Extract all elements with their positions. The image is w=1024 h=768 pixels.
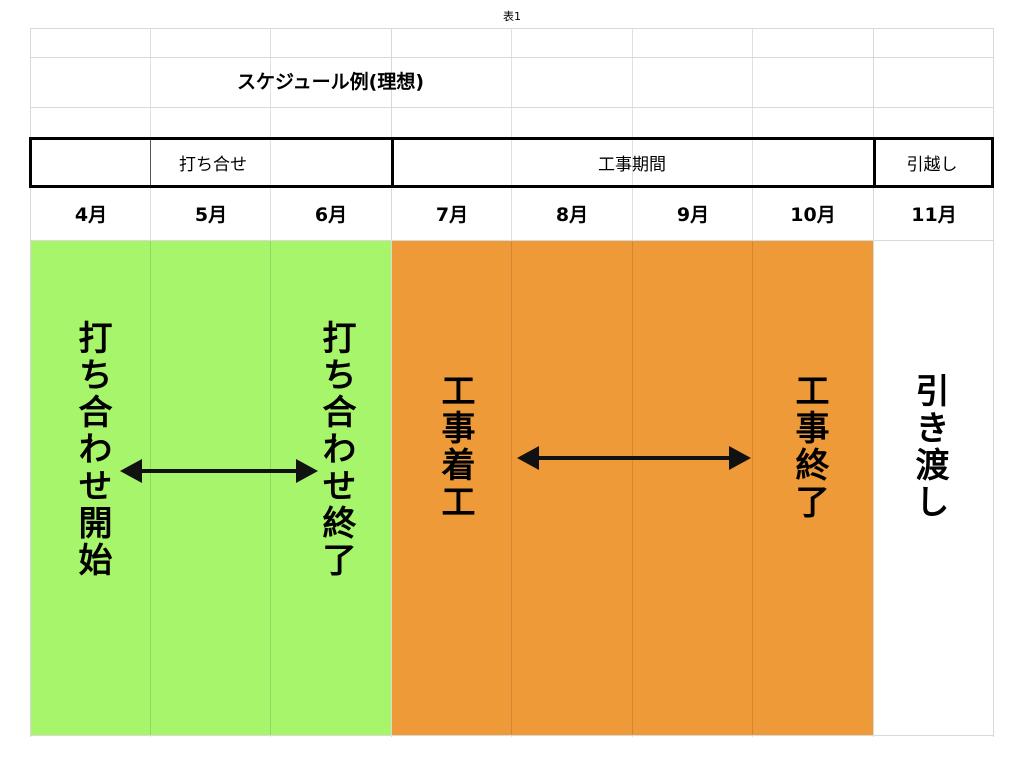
meeting-start-label: 打ち合わせ開始 (72, 320, 112, 579)
grid-column-line (873, 28, 874, 737)
construction-start-label: 工事着工 (435, 373, 475, 521)
grid-row-line (30, 735, 994, 736)
phase-meeting: 打ち合せ (29, 137, 394, 188)
grid-row-line (30, 57, 994, 58)
month-header: 6月 (314, 204, 348, 226)
grid-row-line (30, 28, 994, 29)
grid-row-line (30, 107, 994, 108)
month-header: 10月 (790, 204, 836, 226)
grid-column-line (30, 28, 31, 737)
table-caption: 表1 (503, 10, 521, 23)
grid-column-line (391, 28, 392, 737)
handover-label: 引き渡し (909, 373, 949, 521)
schedule-title: スケジュール例(理想) (236, 71, 425, 93)
phase-construction: 工事期間 (391, 137, 876, 188)
month-header: 8月 (555, 204, 589, 226)
phase-construction-label: 工事期間 (598, 155, 666, 175)
grid-column-line (993, 28, 994, 737)
grid-column-line (632, 28, 633, 737)
meeting-double-arrow (120, 459, 318, 483)
grid-row-line (30, 240, 994, 241)
construction-double-arrow (517, 446, 751, 470)
month-header: 11月 (911, 204, 957, 226)
meeting-end-label: 打ち合わせ終了 (316, 320, 356, 579)
construction-end-label: 工事終了 (789, 373, 829, 521)
grid-column-line (150, 28, 151, 737)
construction-period-band (391, 240, 873, 735)
grid-column-line (270, 28, 271, 737)
phase-moving: 引越し (873, 137, 994, 188)
month-header: 9月 (676, 204, 710, 226)
meeting-period-band (30, 240, 391, 735)
grid-column-line (511, 28, 512, 737)
phase-meeting-label: 打ち合せ (179, 155, 247, 175)
month-header: 4月 (74, 204, 108, 226)
month-header: 5月 (194, 204, 228, 226)
month-header: 7月 (435, 204, 469, 226)
phase-moving-label: 引越し (906, 155, 958, 175)
grid-column-line (752, 28, 753, 737)
